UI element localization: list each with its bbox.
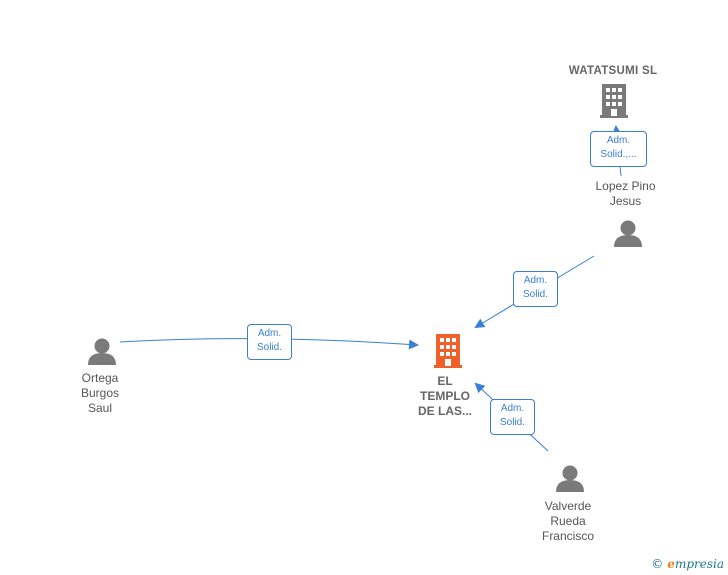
building-icon[interactable] bbox=[600, 84, 628, 118]
company-label-watatsumi[interactable]: WATATSUMI SL bbox=[568, 65, 658, 77]
edge-label-lopez-watatsumi[interactable]: Adm. Solid.,... bbox=[590, 131, 647, 167]
person-icon-lopez[interactable] bbox=[614, 220, 642, 248]
edge-label-ortega-central[interactable]: Adm. Solid. bbox=[247, 324, 292, 360]
person-icon-valverde[interactable] bbox=[556, 465, 584, 493]
edge-label-lopez-central[interactable]: Adm. Solid. bbox=[513, 271, 558, 307]
person-label-ortega[interactable]: Ortega Burgos Saul bbox=[80, 371, 120, 415]
person-icon-ortega[interactable] bbox=[88, 338, 116, 366]
edge-label-valverde-central[interactable]: Adm. Solid. bbox=[490, 399, 535, 435]
person-label-lopez[interactable]: Lopez Pino Jesus bbox=[595, 179, 656, 208]
brand-logo: ©empresia bbox=[651, 557, 724, 571]
central-building-icon[interactable] bbox=[434, 334, 462, 368]
copyright-icon: © bbox=[651, 557, 664, 571]
person-label-valverde[interactable]: Valverde Rueda Francisco bbox=[541, 499, 594, 543]
brand-initial: e bbox=[667, 557, 675, 571]
brand-name: mpresia bbox=[674, 557, 724, 571]
company-label-central[interactable]: EL TEMPLO DE LAS... bbox=[417, 374, 472, 418]
